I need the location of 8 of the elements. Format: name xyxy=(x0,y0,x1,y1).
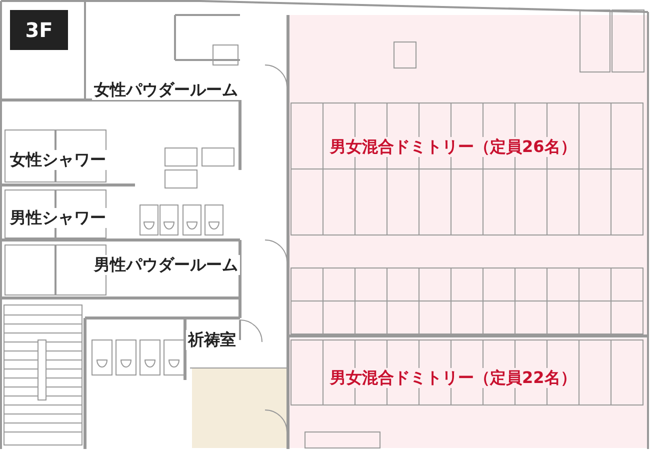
room-label: 女性パウダールーム xyxy=(92,80,240,100)
dormitory-room xyxy=(288,15,648,335)
room-label: 女性シャワー xyxy=(8,150,108,170)
dormitory-room xyxy=(288,338,648,448)
room-label: 男性パウダールーム xyxy=(92,255,240,275)
room-label: 男性シャワー xyxy=(8,208,108,228)
room-label: 祈祷室 xyxy=(186,330,238,350)
floor-number: 3F xyxy=(10,10,68,50)
